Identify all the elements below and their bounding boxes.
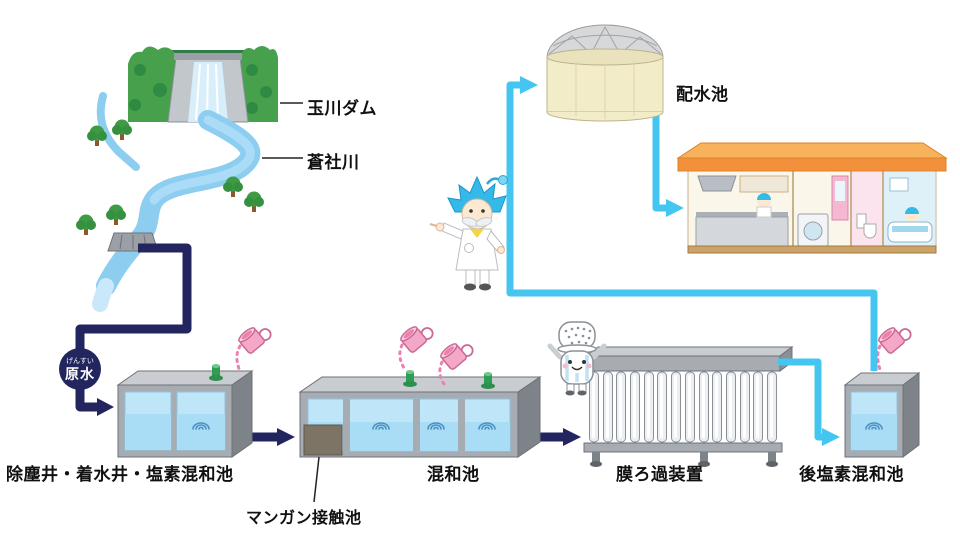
post-chlorine-label: 後塩素混和池 bbox=[799, 465, 904, 484]
mixing-tank bbox=[298, 370, 542, 458]
dam-illustration bbox=[128, 46, 278, 123]
stage1-label: 除塵井・着水井・塩素混和池 bbox=[6, 465, 234, 484]
membrane-tubes bbox=[589, 371, 777, 443]
kitchen-counter bbox=[695, 216, 789, 247]
river-label: 蒼社川 bbox=[307, 153, 360, 172]
raw-water-furigana: げんすい bbox=[66, 357, 94, 365]
chemical-pitcher-icon bbox=[438, 334, 476, 386]
kitchen-character bbox=[756, 193, 772, 218]
dam-label: 玉川ダム bbox=[307, 99, 377, 118]
raw-water-badge: げんすい 原水 bbox=[59, 348, 101, 390]
manganese-contact-basin bbox=[303, 424, 343, 456]
treated-water-arrowheads bbox=[520, 76, 840, 446]
membrane-mascot bbox=[547, 321, 607, 396]
stage1-tank bbox=[116, 364, 254, 458]
roof-fascia bbox=[677, 157, 947, 172]
post-chlorine-tank bbox=[843, 372, 921, 458]
house-illustration bbox=[676, 142, 948, 254]
chemical-pitcher-icon bbox=[876, 318, 914, 372]
range-hood bbox=[697, 175, 737, 192]
chemical-pitcher-icon bbox=[398, 317, 436, 370]
bathroom-window bbox=[889, 177, 909, 192]
raw-water-label: 原水 bbox=[65, 365, 95, 382]
raw-water-pipe bbox=[75, 243, 192, 416]
membrane-filtration-unit bbox=[583, 346, 794, 467]
membrane-label: 膜ろ過装置 bbox=[616, 465, 704, 484]
roof-top bbox=[676, 142, 948, 159]
bathtub-with-bather bbox=[887, 207, 933, 243]
reservoir-illustration bbox=[546, 24, 664, 122]
mixing-label: 混和池 bbox=[427, 465, 480, 484]
raw-water-arrowhead bbox=[97, 398, 114, 416]
manganese-label: マンガン接触池 bbox=[246, 510, 362, 527]
label-pointer-lines bbox=[262, 102, 320, 503]
reservoir-label: 配水池 bbox=[676, 85, 729, 104]
kitchen-cabinet bbox=[739, 175, 789, 193]
treated-water-pipes bbox=[506, 81, 878, 441]
toilet bbox=[856, 213, 877, 239]
chemical-pitcher-icon bbox=[235, 318, 274, 371]
scientist-mascot bbox=[429, 175, 508, 291]
